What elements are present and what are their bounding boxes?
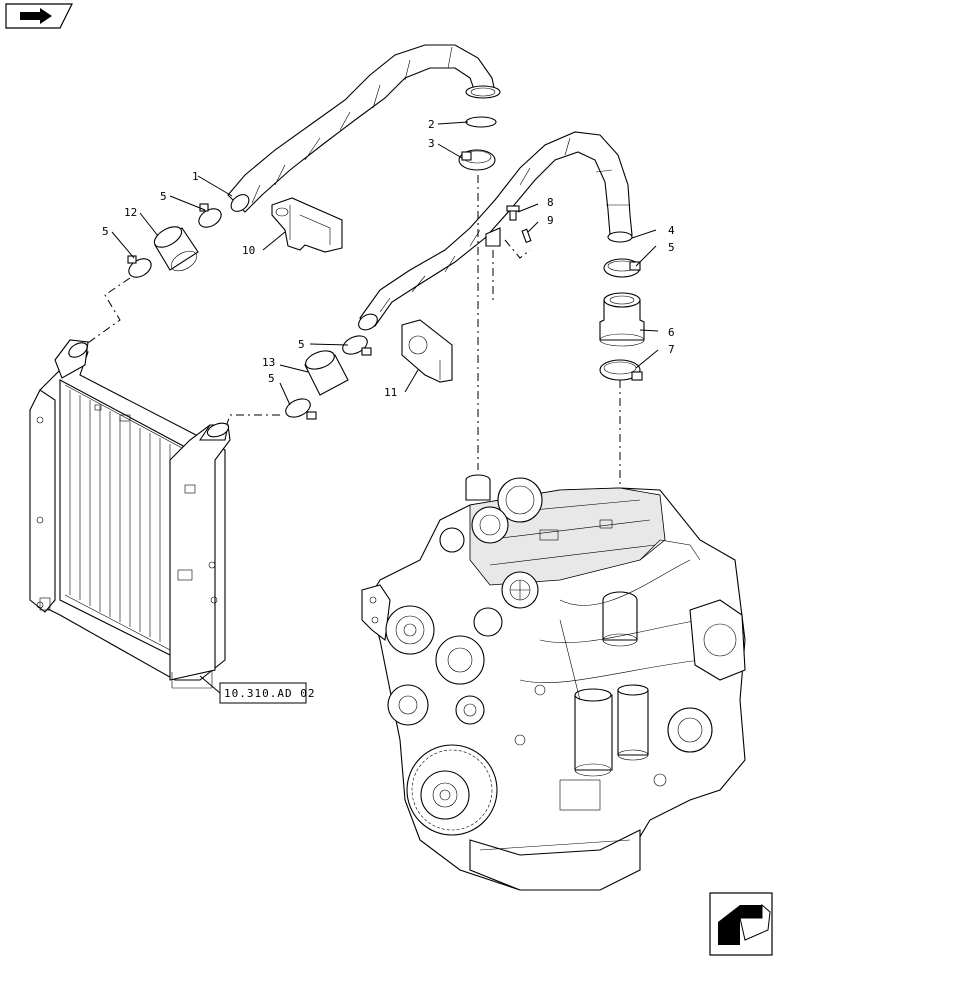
elbow-13 — [304, 350, 349, 396]
sleeve-6 — [599, 292, 645, 347]
callout-4: 4 — [668, 224, 675, 237]
next-page-arrow-icon[interactable] — [709, 892, 773, 956]
intercooler — [29, 339, 231, 689]
callout-12: 12 — [124, 206, 137, 219]
bracket-11 — [401, 319, 453, 383]
flywheel — [406, 744, 498, 836]
callout-1: 1 — [192, 170, 199, 183]
callout-9: 9 — [547, 214, 554, 227]
clamp-5-left — [127, 255, 152, 278]
clamp-5-right — [603, 258, 641, 278]
return-arrow-icon[interactable] — [5, 3, 73, 29]
callout-11: 11 — [384, 386, 397, 399]
filter-canisters — [574, 684, 649, 777]
lower-air-hose — [358, 131, 633, 331]
callout-2: 2 — [428, 118, 435, 131]
callout-5e: 5 — [268, 372, 275, 385]
clamp-7 — [599, 359, 643, 381]
clamp-5-mid — [342, 335, 372, 356]
callout-5c: 5 — [668, 241, 675, 254]
callout-3: 3 — [428, 137, 435, 150]
callout-5b: 5 — [102, 225, 109, 238]
engine-assembly — [361, 474, 746, 891]
reference-link-label: 10.310.AD 02 — [224, 687, 315, 700]
bracket-10 — [271, 197, 343, 253]
callout-10: 10 — [242, 244, 255, 257]
o-ring-2 — [465, 116, 497, 128]
turbocharger — [439, 474, 543, 553]
upper-air-hose — [227, 44, 501, 213]
callout-5d: 5 — [298, 338, 305, 351]
callout-labels: 1 2 3 4 5 5 5 5 5 6 7 8 9 10 11 12 13 — [102, 118, 675, 399]
oil-filler-cap — [501, 571, 539, 609]
callout-7: 7 — [668, 343, 675, 356]
callout-8: 8 — [547, 196, 554, 209]
bolt-8 — [506, 205, 520, 221]
alternator — [385, 605, 435, 655]
clamp-5-upper — [198, 203, 222, 228]
intake-connection — [602, 591, 638, 647]
reference-link-10-310-ad-02[interactable]: 10.310.AD 02 — [219, 682, 315, 704]
screw-9 — [521, 228, 532, 244]
pulleys — [387, 607, 503, 726]
callout-13: 13 — [262, 356, 275, 369]
sleeve-12 — [153, 226, 199, 272]
leader-lines — [111, 121, 659, 406]
clamp-5-lower — [285, 398, 317, 420]
callout-5a: 5 — [160, 190, 167, 203]
clamp-3 — [458, 149, 496, 171]
callout-6: 6 — [668, 326, 675, 339]
